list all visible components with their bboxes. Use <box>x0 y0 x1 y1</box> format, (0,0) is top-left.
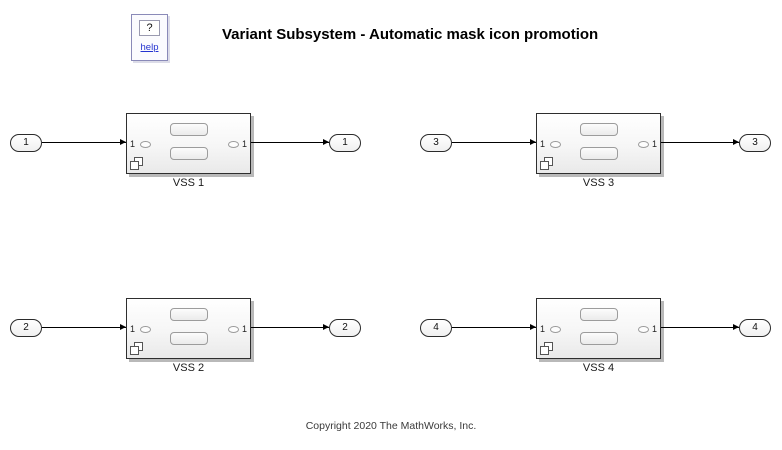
wire-arrowhead <box>530 324 536 330</box>
outport-block[interactable]: 3 <box>739 134 771 152</box>
wire-arrowhead <box>120 324 126 330</box>
subsystem-group-vss2: 2 1 1 2 VSS 2 <box>10 298 361 380</box>
inner-inport-oval <box>140 141 151 148</box>
signal-wire[interactable] <box>452 142 536 143</box>
model-title: Variant Subsystem - Automatic mask icon … <box>222 26 599 43</box>
outport-block[interactable]: 4 <box>739 319 771 337</box>
block-label: VSS 4 <box>582 362 615 374</box>
variant-choice-upper <box>580 123 618 136</box>
block-label: VSS 1 <box>172 177 205 189</box>
block-label: VSS 3 <box>582 177 615 189</box>
subsystem-group-vss1: 1 1 1 1 VSS 1 <box>10 113 361 195</box>
variant-subsystem-block[interactable]: 1 1 <box>126 298 251 359</box>
variant-badge-icon[interactable] <box>540 342 553 355</box>
outport-block[interactable]: 1 <box>329 134 361 152</box>
wire-arrowhead <box>733 324 739 330</box>
wire-arrowhead <box>323 324 329 330</box>
inport-block[interactable]: 4 <box>420 319 452 337</box>
variant-choice-lower <box>170 147 208 160</box>
inport-number: 1 <box>23 137 29 148</box>
inport-number: 2 <box>23 322 29 333</box>
wire-arrowhead <box>733 139 739 145</box>
question-mark-icon: ? <box>139 20 160 36</box>
signal-wire[interactable] <box>661 142 739 143</box>
block-inport-number: 1 <box>130 324 136 334</box>
variant-choice-upper <box>580 308 618 321</box>
inport-number: 4 <box>433 322 439 333</box>
wire-arrowhead <box>530 139 536 145</box>
outport-number: 1 <box>342 137 348 148</box>
inner-outport-oval <box>638 141 649 148</box>
copyright-annotation: Copyright 2020 The MathWorks, Inc. <box>305 420 477 432</box>
variant-badge-icon[interactable] <box>130 342 143 355</box>
inner-inport-oval <box>550 326 561 333</box>
block-outport-number: 1 <box>651 324 657 334</box>
inport-block[interactable]: 3 <box>420 134 452 152</box>
outport-number: 4 <box>752 322 758 333</box>
block-inport-number: 1 <box>540 324 546 334</box>
outport-block[interactable]: 2 <box>329 319 361 337</box>
signal-wire[interactable] <box>251 327 329 328</box>
block-inport-number: 1 <box>130 139 136 149</box>
variant-choice-upper <box>170 123 208 136</box>
block-label: VSS 2 <box>172 362 205 374</box>
inner-inport-oval <box>550 141 561 148</box>
block-outport-number: 1 <box>241 324 247 334</box>
help-link[interactable]: help <box>140 42 159 53</box>
inner-outport-oval <box>228 141 239 148</box>
variant-badge-icon[interactable] <box>130 157 143 170</box>
subsystem-group-vss3: 3 1 1 3 VSS 3 <box>420 113 771 195</box>
variant-subsystem-block[interactable]: 1 1 <box>536 113 661 174</box>
signal-wire[interactable] <box>42 327 126 328</box>
wire-arrowhead <box>120 139 126 145</box>
signal-wire[interactable] <box>251 142 329 143</box>
help-block[interactable]: ? help <box>131 14 168 61</box>
block-inport-number: 1 <box>540 139 546 149</box>
inner-inport-oval <box>140 326 151 333</box>
inner-outport-oval <box>638 326 649 333</box>
inport-number: 3 <box>433 137 439 148</box>
variant-choice-lower <box>170 332 208 345</box>
signal-wire[interactable] <box>452 327 536 328</box>
inport-block[interactable]: 2 <box>10 319 42 337</box>
variant-choice-lower <box>580 147 618 160</box>
outport-number: 2 <box>342 322 348 333</box>
variant-choice-lower <box>580 332 618 345</box>
block-outport-number: 1 <box>651 139 657 149</box>
inner-outport-oval <box>228 326 239 333</box>
variant-choice-upper <box>170 308 208 321</box>
outport-number: 3 <box>752 137 758 148</box>
signal-wire[interactable] <box>661 327 739 328</box>
block-outport-number: 1 <box>241 139 247 149</box>
variant-subsystem-block[interactable]: 1 1 <box>126 113 251 174</box>
subsystem-group-vss4: 4 1 1 4 VSS 4 <box>420 298 771 380</box>
wire-arrowhead <box>323 139 329 145</box>
variant-subsystem-block[interactable]: 1 1 <box>536 298 661 359</box>
inport-block[interactable]: 1 <box>10 134 42 152</box>
variant-badge-icon[interactable] <box>540 157 553 170</box>
signal-wire[interactable] <box>42 142 126 143</box>
